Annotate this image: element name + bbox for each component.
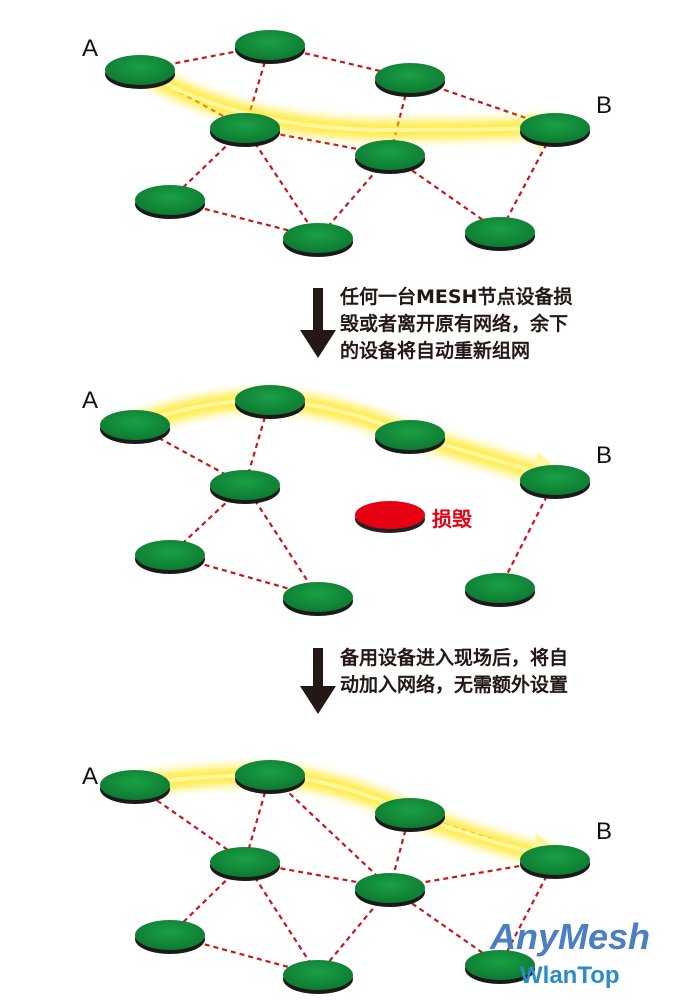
watermark-logo: AnyMesh WlanTop <box>480 916 680 996</box>
mesh-node <box>465 950 535 984</box>
mesh-node <box>355 873 425 907</box>
mesh-node <box>520 465 590 499</box>
label-a-2: A <box>82 387 99 414</box>
mesh-node <box>100 410 170 444</box>
mesh-node <box>210 847 280 881</box>
route-path <box>134 772 571 872</box>
broken-label: 损毁 <box>432 507 472 531</box>
caption-line: 的设备将自动重新组网 <box>340 340 531 362</box>
route-path <box>134 397 571 491</box>
mesh-link <box>244 860 391 890</box>
logo-wlantop: WlanTop <box>520 962 620 989</box>
caption-line: 任何一台MESH节点设备损 <box>340 286 573 308</box>
caption-node-failure: 任何一台MESH节点设备损 毁或者离开原有网络，余下 的设备将自动重新组网 <box>340 284 620 365</box>
down-arrow-1 <box>300 288 336 358</box>
mesh-node <box>235 385 305 419</box>
mesh-node <box>135 540 205 574</box>
mesh-node <box>465 217 535 251</box>
mesh-node <box>520 113 590 147</box>
mesh-link <box>244 484 319 598</box>
mesh-link <box>269 774 391 889</box>
mesh-node <box>210 470 280 504</box>
mesh-node <box>210 113 280 147</box>
mesh-node <box>283 960 353 994</box>
mesh-node <box>235 760 305 794</box>
mesh-node <box>355 140 425 174</box>
mesh-node <box>135 920 205 954</box>
mesh-node <box>283 582 353 616</box>
label-a-3: A <box>82 763 99 790</box>
mesh-node <box>100 770 170 804</box>
caption-line: 毁或者离开原有网络，余下 <box>340 313 569 335</box>
mesh-node <box>375 63 445 97</box>
caption-line: 动加入网络，无需额外设置 <box>340 674 569 696</box>
label-a-1: A <box>82 35 99 62</box>
mesh-node <box>235 30 305 64</box>
label-b-2: B <box>596 442 613 469</box>
mesh-node <box>520 845 590 879</box>
mesh-link <box>244 127 319 239</box>
broken-node <box>355 501 425 533</box>
mesh-node <box>375 420 445 454</box>
mesh-node <box>375 798 445 832</box>
caption-line: 备用设备进入现场后，将自 <box>340 647 569 669</box>
label-b-3: B <box>596 818 613 845</box>
mesh-link <box>244 861 319 976</box>
mesh-node <box>465 573 535 607</box>
down-arrow-2 <box>300 648 336 714</box>
label-b-1: B <box>596 92 613 119</box>
mesh-link <box>244 126 391 157</box>
mesh-node <box>135 185 205 219</box>
mesh-node <box>105 55 175 89</box>
mesh-node <box>283 223 353 257</box>
caption-node-join: 备用设备进入现场后，将自 动加入网络，无需额外设置 <box>340 645 620 699</box>
logo-anymesh: AnyMesh <box>490 916 651 957</box>
